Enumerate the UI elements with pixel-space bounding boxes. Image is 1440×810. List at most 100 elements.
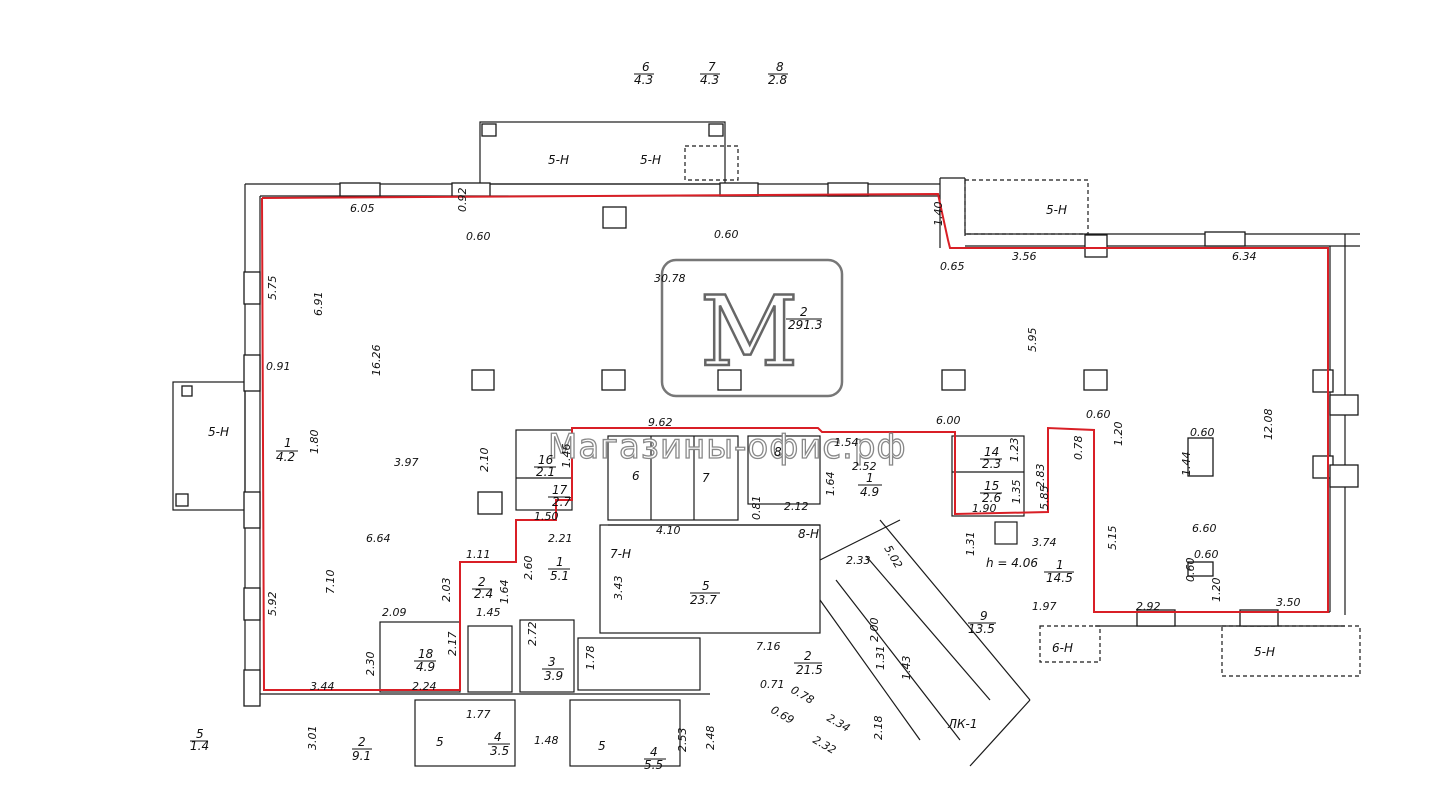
dimension-label: 1.90 xyxy=(972,502,997,515)
dimension-label: 2.09 xyxy=(382,606,407,619)
dimension-label: 1.80 xyxy=(308,430,321,455)
room-area: 9.1 xyxy=(352,749,371,763)
room-number: 5 xyxy=(196,727,204,741)
dimension-label: 4.10 xyxy=(656,524,681,537)
dimension-label: 2.24 xyxy=(412,680,437,693)
dimension-label: 3.97 xyxy=(394,456,419,469)
dimension-label: 5.15 xyxy=(1106,526,1119,551)
dimension-label: 2.60 xyxy=(522,556,535,581)
premises-border xyxy=(261,192,1329,691)
watermark: M Магазины-офис.рф xyxy=(547,258,906,468)
room-area: 2.4 xyxy=(474,587,493,601)
dimension-label: 2.10 xyxy=(478,448,491,473)
shaft-label: 5 xyxy=(436,735,444,749)
room-8-area: 2.8 xyxy=(768,73,787,87)
room-area: 1.4 xyxy=(190,739,209,753)
room-number: 2 xyxy=(358,735,366,749)
dimension-label: 1.23 xyxy=(1008,438,1021,463)
room-area: 14.5 xyxy=(1046,571,1073,585)
dimension-label: 7.16 xyxy=(756,640,781,653)
dimension-label: 6.60 xyxy=(1192,522,1217,535)
dimension-label: 0.60 xyxy=(466,230,491,243)
watermark-logo-letter: M xyxy=(700,276,798,388)
dimension-label: 1.11 xyxy=(466,548,491,561)
dimension-label: 2.00 xyxy=(868,618,881,643)
dimension-label: 3.56 xyxy=(1012,250,1037,263)
dimension-label: 0.78 xyxy=(1072,436,1085,461)
room-number: 4 xyxy=(650,745,658,759)
dimension-label: 3.01 xyxy=(306,726,319,751)
axis-mark: 5-Н xyxy=(548,153,569,167)
dimension-label: 2.52 xyxy=(852,460,877,473)
room-area: 2.6 xyxy=(982,491,1001,505)
dimension-label: 1.50 xyxy=(534,510,559,523)
axis-mark: 6-Н xyxy=(1052,641,1073,655)
room-number: 18 xyxy=(418,647,434,661)
room-number: 1 xyxy=(1056,558,1064,572)
room-number: 1 xyxy=(556,555,564,569)
dimension-label: 1.31 xyxy=(874,646,887,671)
dimension-label: 5.92 xyxy=(266,592,279,617)
dimension-label: 2.48 xyxy=(704,726,717,751)
dimension-label: 1.20 xyxy=(1112,422,1125,447)
room-area: 2.7 xyxy=(552,495,571,509)
shaft-label: 8 xyxy=(774,445,782,459)
axis-mark: 5-Н xyxy=(640,153,661,167)
axis-mark: 5-Н xyxy=(208,425,229,439)
room-area: 5.5 xyxy=(644,758,663,772)
dimension-label: 5.85 xyxy=(1038,486,1051,511)
dimension-label: 1.48 xyxy=(534,734,559,747)
interior-walls xyxy=(260,429,1031,767)
dimension-label: 0.71 xyxy=(760,678,785,691)
room-7-area: 4.3 xyxy=(700,73,719,87)
room-8-number: 8 xyxy=(776,60,784,74)
dimension-label: 6.91 xyxy=(312,292,325,317)
room-number: 2 xyxy=(804,649,812,663)
dimension-label: 1.35 xyxy=(1010,480,1023,505)
top-ratio-labels: 6 4.3 7 4.3 8 2.8 xyxy=(634,60,788,87)
dimension-label: 0.91 xyxy=(266,360,291,373)
dimension-label: 5.95 xyxy=(1026,328,1039,353)
room-number: 3 xyxy=(548,655,556,669)
dimension-label: 0.60 xyxy=(1184,558,1197,583)
dimension-label: 0.69 xyxy=(769,703,797,727)
room-area: 5.1 xyxy=(550,569,569,583)
ceiling-height: h = 4.06 xyxy=(986,556,1038,570)
dimension-label: 1.54 xyxy=(834,436,859,449)
dimension-label: 3.44 xyxy=(310,680,335,693)
dimension-label: 2.17 xyxy=(446,632,459,657)
room-number: 2 xyxy=(478,575,486,589)
axis-mark: 5-Н xyxy=(1254,645,1275,659)
main-room-area: 291.3 xyxy=(788,318,822,332)
shaft-label: 6 xyxy=(632,469,640,483)
dimension-label: 3.50 xyxy=(1276,596,1301,609)
dimension-label: 2.34 xyxy=(825,711,853,735)
dimension-label: 0.60 xyxy=(1190,426,1215,439)
dimension-label: 2.33 xyxy=(846,554,871,567)
dimension-label: 1.40 xyxy=(932,202,945,227)
dimension-label: 6.00 xyxy=(936,414,961,427)
dimension-label: 2.83 xyxy=(1034,464,1047,489)
dimension-label: 1.64 xyxy=(498,580,511,605)
room-6-area: 4.3 xyxy=(634,73,653,87)
room-number: 4 xyxy=(494,730,502,744)
dimension-label: 1.20 xyxy=(1210,578,1223,603)
axis-mark: 5-Н xyxy=(1046,203,1067,217)
dimension-label: 6.05 xyxy=(350,202,375,215)
dimension-label: 16.26 xyxy=(370,345,383,377)
dimension-label: 0.81 xyxy=(750,496,763,521)
room-area: 13.5 xyxy=(968,622,995,636)
dimension-label: 0.60 xyxy=(1086,408,1111,421)
shaft-label: 5 xyxy=(598,739,606,753)
axis-mark: ЛК-1 xyxy=(947,717,978,731)
dimension-label: 1.43 xyxy=(900,656,913,681)
dimension-label: 2.92 xyxy=(1136,600,1161,613)
dimension-label: 2.12 xyxy=(784,500,809,513)
room-7-number: 7 xyxy=(708,60,716,74)
dimension-label: 1.78 xyxy=(584,646,597,671)
shaft-label: 7 xyxy=(702,471,710,485)
dimension-label: 1.45 xyxy=(476,606,501,619)
dimension-label: 0.92 xyxy=(456,188,469,213)
room-number: 9 xyxy=(980,609,988,623)
